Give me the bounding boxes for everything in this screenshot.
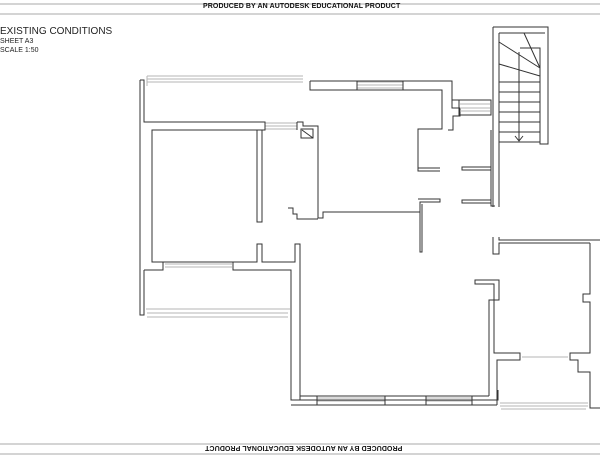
utility-shaft [300,128,314,139]
staircase [492,26,549,207]
window-top-main [357,81,403,89]
top-watermark-band [0,3,600,15]
window-bottom [317,397,472,402]
top-watermark-text: PRODUCED BY AN AUTODESK EDUCATIONAL PROD… [203,3,401,10]
bottom-watermark-band [0,443,600,455]
window-right-balcony [500,402,588,410]
window-lower-left [165,263,232,268]
window-upper-left-wall [265,122,297,130]
drawing-title: EXISTING CONDITIONS [0,26,113,37]
wall-left-outer [139,79,266,316]
drawing-scale: SCALE 1:50 [0,47,39,54]
window-left-balcony [146,308,290,318]
sheet-number: SHEET A3 [0,38,34,45]
wall-top-main [309,80,491,169]
window-top-left [146,75,303,86]
